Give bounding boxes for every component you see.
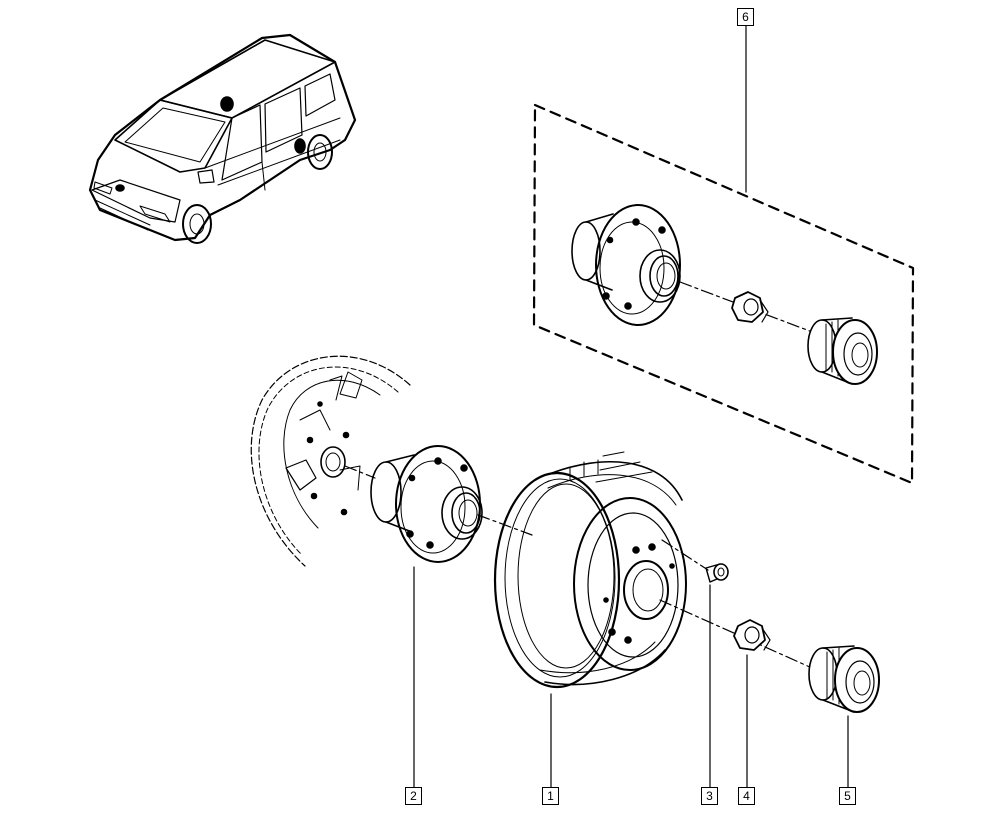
- leader-lines: [413, 25, 849, 788]
- axis-line-right: [659, 599, 813, 669]
- callout-4: 4: [738, 787, 755, 805]
- screw-axis-line: [661, 539, 709, 571]
- callout-1: 1: [542, 787, 559, 805]
- hub-kit-group: [532, 103, 915, 485]
- hub-nut: [733, 619, 771, 651]
- brake-drum: [493, 451, 687, 689]
- drum-screw: [705, 563, 729, 583]
- axis-line-left: [344, 465, 376, 479]
- callout-2: 2: [405, 787, 422, 805]
- kit-wheel-hub: [571, 204, 681, 326]
- kit-hub-nut: [731, 291, 769, 323]
- kit-hub-cap: [807, 317, 878, 385]
- axis-line-center: [477, 514, 533, 536]
- vehicle-illustration: [88, 33, 357, 244]
- callout-3: 3: [701, 787, 718, 805]
- backing-plate: [250, 355, 411, 567]
- kit-axis-line: [679, 281, 861, 351]
- wheel-hub: [370, 445, 483, 563]
- callout-6: 6: [737, 8, 754, 26]
- hub-cap: [808, 645, 880, 713]
- callout-5: 5: [839, 787, 856, 805]
